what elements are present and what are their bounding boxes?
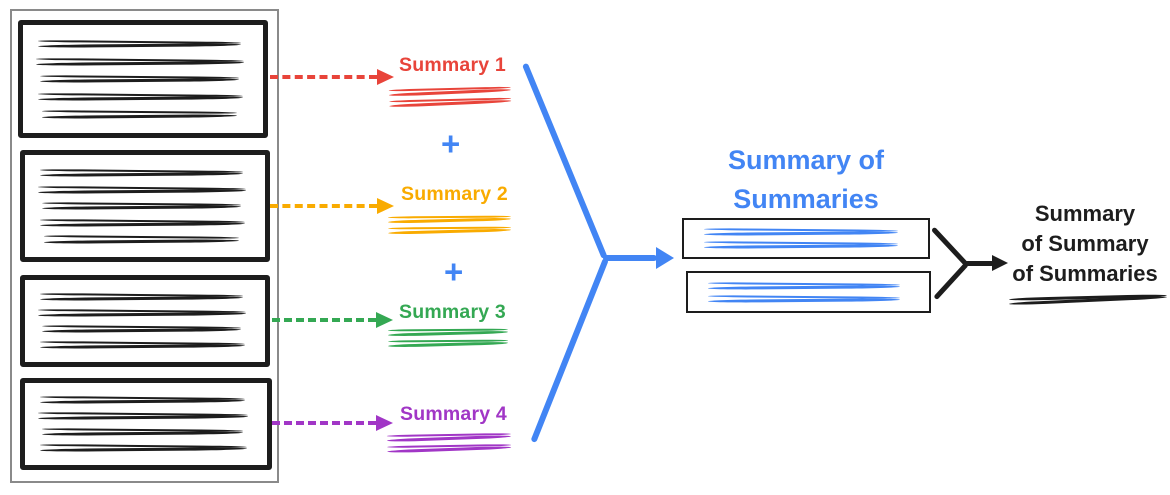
final-bracket-bottom-line: [933, 262, 969, 300]
summary-3-label: Summary 3: [399, 301, 506, 323]
scribble-line: [704, 228, 898, 236]
summary-2-scribble: [388, 211, 512, 237]
arrow-dash: [272, 317, 376, 322]
final-bracket-top-line: [931, 226, 969, 266]
scribble-line: [40, 396, 245, 404]
scribble-line: [42, 110, 237, 118]
final-label-line-2: of Summary: [1021, 231, 1149, 256]
scribble-line: [44, 235, 239, 243]
title-line-2: Summaries: [733, 184, 879, 214]
title-line-1: Summary of: [727, 145, 885, 175]
scribble-line: [388, 224, 511, 234]
final-summary-label: Summary of Summary of Summaries: [1000, 199, 1170, 289]
scribble-line: [708, 295, 900, 303]
document-chunk-2: [20, 150, 270, 262]
scribble-line: [387, 442, 511, 453]
scribble-line: [38, 40, 241, 48]
final-arrowhead-icon: [992, 255, 1008, 271]
scribble-line: [40, 341, 245, 349]
summary-4-label: Summary 4: [400, 403, 507, 425]
scribble-line: [40, 169, 243, 177]
plus-symbol-2: +: [444, 253, 464, 290]
source-document-outline: [10, 9, 279, 483]
scribble-line: [38, 185, 246, 193]
scribble-line: [36, 57, 244, 65]
scribble-line: [388, 338, 508, 348]
scribble-line: [708, 281, 900, 289]
scribble-line: [388, 326, 508, 336]
dashed-arrow-green-icon: [272, 311, 393, 328]
scribble-line: [38, 93, 243, 101]
scribble-line: [40, 75, 239, 83]
scribble-line: [704, 241, 898, 249]
scribble-line: [42, 428, 243, 436]
scribble-line: [389, 95, 511, 107]
dashed-arrow-red-icon: [270, 68, 394, 85]
arrowhead-icon: [377, 68, 394, 85]
scribble-line: [40, 219, 245, 227]
document-chunk-1: [18, 20, 268, 138]
merged-summary-box-2: [686, 271, 931, 313]
dashed-arrow-purple-icon: [272, 414, 393, 431]
merge-bracket-bottom-line: [530, 257, 609, 443]
scribble-line: [42, 202, 241, 210]
dashed-arrow-orange-icon: [270, 197, 394, 214]
arrowhead-icon: [377, 197, 394, 214]
arrow-dash: [270, 74, 377, 79]
merge-arrowhead-icon: [656, 247, 674, 269]
scribble-line: [38, 309, 246, 317]
merge-arrow-shaft: [603, 255, 657, 261]
scribble-line: [38, 412, 248, 420]
scribble-line: [42, 325, 241, 333]
summary-3-scribble: [388, 323, 509, 351]
document-chunk-4: [20, 378, 272, 470]
scribble-line: [1009, 292, 1167, 306]
final-arrow-shaft: [963, 261, 994, 266]
merged-summary-box-1: [682, 218, 930, 259]
arrow-dash: [272, 420, 376, 425]
arrowhead-icon: [376, 311, 393, 328]
final-label-line-1: Summary: [1034, 201, 1136, 226]
arrowhead-icon: [376, 414, 393, 431]
arrow-dash: [270, 203, 377, 208]
summary-1-label: Summary 1: [399, 54, 506, 76]
plus-symbol-1: +: [441, 125, 461, 162]
summary-2-label: Summary 2: [401, 183, 508, 205]
scribble-line: [40, 293, 243, 301]
summary-1-scribble: [389, 82, 513, 110]
scribble-line: [387, 431, 511, 442]
final-summary-scribble: [1009, 291, 1167, 307]
scribble-line: [388, 214, 511, 224]
summary-of-summaries-title: Summary of Summaries: [688, 141, 924, 219]
final-label-line-3: of Summaries: [1012, 261, 1158, 286]
merge-bracket-top-line: [522, 62, 608, 259]
scribble-line: [40, 444, 247, 452]
document-chunk-3: [20, 275, 270, 367]
summary-4-scribble: [387, 427, 513, 456]
